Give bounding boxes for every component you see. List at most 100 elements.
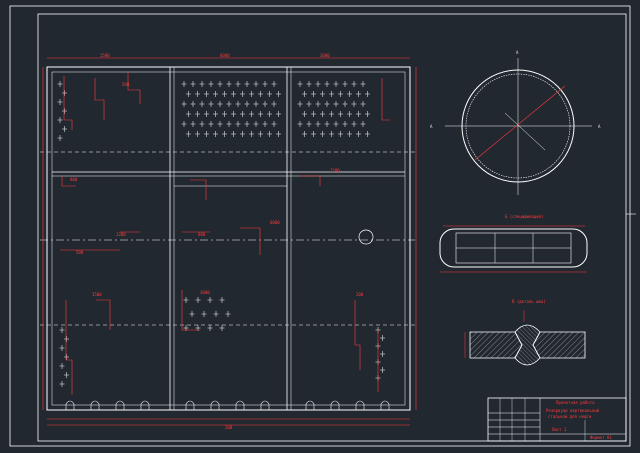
dimension-text: 500: [76, 250, 84, 255]
dimension-text: 200: [356, 292, 364, 297]
opening-arch: [235, 400, 245, 410]
opening-arch: [355, 400, 365, 410]
bottom-openings: [65, 400, 390, 410]
stiffener-cross: [333, 81, 339, 87]
stiffener-cross: [267, 111, 272, 117]
stiffener-cross: [213, 311, 219, 317]
stiffener-cross: [64, 336, 69, 342]
sheet-format: Формат А1: [590, 435, 612, 440]
stiffener-cross: [190, 121, 196, 127]
stiffener-cross: [57, 99, 63, 105]
stiffener-cross: [338, 91, 343, 97]
sheet-frame-outer: [9, 5, 631, 447]
stiffener-cross: [311, 131, 316, 137]
stiffener-cross: [225, 311, 231, 317]
circular-section: А А А: [430, 50, 601, 195]
stiffener-cross: [306, 121, 312, 127]
stiffener-cross: [297, 81, 303, 87]
stiffener-cross: [356, 111, 361, 117]
stiffener-cross: [338, 131, 343, 137]
stiffener-cross: [186, 91, 191, 97]
stiffener-cross: [329, 111, 334, 117]
stiffener-cross: [351, 101, 357, 107]
title-line-2: Резервуар вертикальный: [546, 408, 600, 413]
plan-outline: [46, 66, 411, 411]
stiffener-cross: [311, 111, 316, 117]
stiffener-cross: [181, 121, 187, 127]
stiffener-cross: [226, 81, 232, 87]
weld-plate-right: [532, 331, 586, 359]
stiffener-cross: [231, 111, 236, 117]
stiffener-cross: [213, 131, 218, 137]
stiffener-cross: [190, 81, 196, 87]
stiffener-cross: [207, 297, 213, 303]
stiffener-cross: [219, 297, 225, 303]
title-line-4: Лист 1: [552, 427, 567, 432]
stiffener-cross: [271, 101, 277, 107]
dimension-text: 1200: [330, 168, 340, 173]
node-title: В (деталь шва): [512, 299, 546, 304]
stiffener-cross: [297, 101, 303, 107]
stiffener-pattern: [57, 81, 385, 387]
stiffener-cross: [276, 131, 281, 137]
stiffener-cross: [320, 91, 325, 97]
stiffener-cross: [342, 101, 348, 107]
stiffener-cross: [380, 367, 385, 373]
stiffener-cross: [267, 91, 272, 97]
stiffener-cross: [183, 297, 189, 303]
stiffener-cross: [347, 111, 352, 117]
stiffener-cross: [315, 121, 321, 127]
stiffener-cross: [320, 131, 325, 137]
stiffener-cross: [249, 91, 254, 97]
stiffener-cross: [222, 131, 227, 137]
stiffener-cross: [253, 81, 259, 87]
section-b-view: Б (спецификация): [439, 214, 588, 273]
stiffener-cross: [365, 131, 370, 137]
stiffener-cross: [380, 335, 385, 341]
view-letter-left: А: [430, 124, 433, 129]
dimension-text: 1500: [100, 53, 110, 58]
stiffener-cross: [57, 135, 63, 141]
stiffener-cross: [235, 81, 241, 87]
stiffener-cross: [297, 121, 303, 127]
stiffener-cross: [324, 81, 330, 87]
stiffener-cross: [208, 81, 214, 87]
stiffener-cross: [213, 91, 218, 97]
stiffener-cross: [276, 111, 281, 117]
stiffener-cross: [258, 91, 263, 97]
stiffener-cross: [253, 121, 259, 127]
stiffener-cross: [64, 354, 69, 360]
stiffener-cross: [62, 126, 67, 132]
title-line-3: стальной для нефти: [548, 414, 592, 419]
opening-arch: [140, 400, 150, 410]
stiffener-cross: [311, 91, 316, 97]
stiffener-cross: [226, 121, 232, 127]
stiffener-cross: [201, 311, 207, 317]
stiffener-cross: [262, 121, 268, 127]
stiffener-cross: [324, 121, 330, 127]
opening-arch: [65, 400, 75, 410]
stiffener-cross: [189, 311, 195, 317]
stiffener-cross: [271, 121, 277, 127]
stiffener-cross: [347, 91, 352, 97]
stiffener-cross: [360, 121, 366, 127]
radius-line: [504, 112, 546, 151]
stiffener-cross: [222, 91, 227, 97]
stiffener-cross: [195, 111, 200, 117]
stiffener-cross: [302, 91, 307, 97]
stiffener-cross: [320, 111, 325, 117]
stiffener-cross: [59, 345, 65, 351]
stiffener-cross: [240, 91, 245, 97]
opening-arch: [115, 400, 125, 410]
stiffener-cross: [342, 121, 348, 127]
stiffener-cross: [276, 91, 281, 97]
stiffener-cross: [380, 351, 385, 357]
stiffener-cross: [208, 101, 214, 107]
stiffener-cross: [226, 101, 232, 107]
stiffener-cross: [253, 101, 259, 107]
stiffener-cross: [195, 131, 200, 137]
stiffener-cross: [315, 101, 321, 107]
dimension-text: 6000: [220, 53, 230, 58]
stiffener-cross: [329, 131, 334, 137]
stiffener-cross: [338, 111, 343, 117]
